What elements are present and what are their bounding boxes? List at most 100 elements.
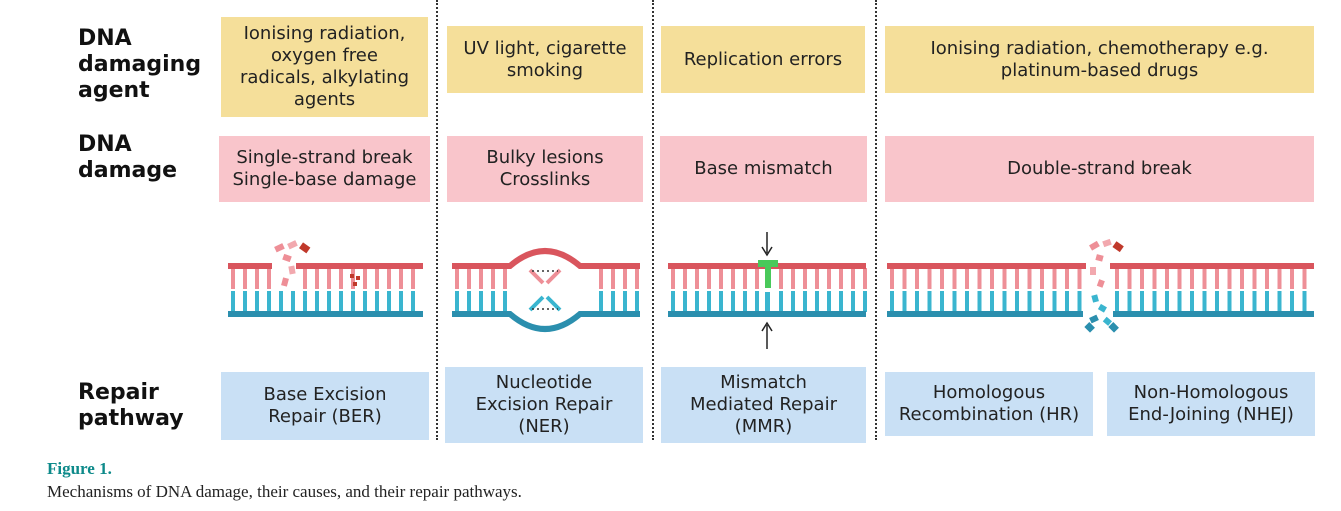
damaged-base-marks bbox=[350, 274, 360, 286]
base-pair-bottom bbox=[890, 291, 894, 312]
agent-text-ber: Ionising radiation, oxygen free radicals… bbox=[240, 23, 409, 110]
base-pair-bottom bbox=[1265, 291, 1269, 312]
base-pair-bottom bbox=[231, 291, 235, 312]
base-pair-top bbox=[1115, 268, 1119, 289]
base-pair-top bbox=[255, 268, 259, 289]
base-pair-top bbox=[351, 268, 355, 289]
base-pair-bottom bbox=[719, 291, 723, 312]
base-pair-bottom bbox=[339, 291, 343, 312]
base-pair-top bbox=[399, 268, 403, 289]
base-pair-bottom bbox=[755, 291, 759, 312]
base-pair-bottom bbox=[863, 291, 867, 312]
base-pair-bottom bbox=[1077, 291, 1082, 312]
base-pair-top bbox=[327, 268, 331, 289]
base-pair-top bbox=[779, 268, 783, 289]
base-pair-top bbox=[940, 268, 944, 289]
base-pair-top bbox=[927, 268, 932, 289]
dna-ladder-dsb bbox=[890, 268, 1307, 312]
base-pair-bottom bbox=[467, 291, 471, 312]
row-label-agent: DNA damaging agent bbox=[78, 26, 201, 104]
agent-box-ber: Ionising radiation, oxygen free radicals… bbox=[221, 17, 428, 117]
base-pair-bottom bbox=[635, 291, 639, 312]
base-pair-bottom bbox=[399, 291, 403, 312]
base-pair-top bbox=[1277, 268, 1282, 289]
dna-bulky-lesion bbox=[452, 248, 640, 332]
dna-ladder-ber bbox=[231, 268, 415, 312]
base-pair-top bbox=[671, 268, 675, 289]
base-pair-top bbox=[635, 268, 639, 289]
agent-box-dsb: Ionising radiation, chemotherapy e.g. pl… bbox=[885, 26, 1314, 93]
base-pair-bottom bbox=[303, 291, 307, 312]
base-pair-bottom bbox=[791, 291, 795, 312]
row-label-repair-text: Repair pathway bbox=[78, 380, 184, 431]
base-pair-top bbox=[755, 268, 759, 289]
damage-box-ber: Single-strand break Single-base damage bbox=[219, 136, 430, 202]
base-pair-top bbox=[611, 268, 615, 289]
damage-box-dsb: Double-strand break bbox=[885, 136, 1314, 202]
base-pair-bottom bbox=[411, 291, 415, 312]
base-pair-bottom bbox=[1115, 291, 1119, 312]
base-pair-bottom bbox=[1165, 291, 1169, 312]
row-label-damage-text: DNA damage bbox=[78, 132, 178, 183]
base-pair-top bbox=[791, 268, 795, 289]
column-divider-1 bbox=[436, 0, 438, 440]
base-pair-bottom bbox=[315, 291, 319, 312]
damage-box-mmr: Base mismatch bbox=[660, 136, 867, 202]
base-pair-bottom bbox=[599, 291, 603, 312]
base-pair-bottom bbox=[671, 291, 675, 312]
damage-box-ner: Bulky lesions Crosslinks bbox=[447, 136, 643, 202]
base-pair-bottom bbox=[291, 291, 295, 312]
repair-box-ber: Base Excision Repair (BER) bbox=[221, 372, 429, 440]
base-pair-top bbox=[1177, 268, 1182, 289]
base-pair-top bbox=[1152, 268, 1157, 289]
base-pair-top bbox=[363, 268, 367, 289]
figure-caption: Mechanisms of DNA damage, their causes, … bbox=[47, 482, 522, 501]
base-pair-top bbox=[839, 268, 843, 289]
base-pair-bottom bbox=[927, 291, 932, 312]
base-pair-bottom bbox=[731, 291, 735, 312]
base-pair-bottom bbox=[990, 291, 994, 312]
row-label-agent-text: DNA damaging agent bbox=[78, 26, 202, 103]
base-pair-bottom bbox=[1177, 291, 1182, 312]
base-pair-top bbox=[827, 268, 831, 289]
base-pair-bottom bbox=[965, 291, 969, 312]
base-pair-top bbox=[863, 268, 867, 289]
base-pair-top bbox=[503, 268, 507, 289]
broken-bottom-strand-fragments bbox=[1084, 294, 1119, 333]
base-pair-top bbox=[902, 268, 907, 289]
base-pair-top bbox=[1065, 268, 1069, 289]
base-pair-top bbox=[411, 268, 415, 289]
base-pair-top bbox=[599, 268, 603, 289]
agent-box-ner: UV light, cigarette smoking bbox=[447, 26, 643, 93]
base-pair-bottom bbox=[1227, 291, 1232, 312]
damage-text-mmr: Base mismatch bbox=[694, 158, 833, 179]
base-pair-top bbox=[623, 268, 627, 289]
base-pair-bottom bbox=[1290, 291, 1294, 312]
base-pair-bottom bbox=[1052, 291, 1057, 312]
dna-double-strand-break bbox=[887, 238, 1314, 333]
base-pair-bottom bbox=[743, 291, 747, 312]
base-pair-top bbox=[990, 268, 994, 289]
base-pair-top bbox=[731, 268, 735, 289]
base-pair-top bbox=[1077, 268, 1082, 289]
dna-single-strand-break bbox=[228, 240, 423, 317]
damage-text-ber: Single-strand break Single-base damage bbox=[232, 147, 417, 190]
base-pair-top bbox=[1240, 268, 1244, 289]
base-pair-top bbox=[915, 268, 919, 289]
base-pair-top bbox=[491, 268, 495, 289]
base-pair-top bbox=[1302, 268, 1307, 289]
base-pair-bottom bbox=[977, 291, 982, 312]
base-pair-bottom bbox=[839, 291, 843, 312]
base-pair-bottom bbox=[1277, 291, 1282, 312]
base-pair-bottom bbox=[455, 291, 459, 312]
base-pair-bottom bbox=[815, 291, 819, 312]
agent-text-ner: UV light, cigarette smoking bbox=[463, 37, 627, 81]
base-pair-bottom bbox=[902, 291, 907, 312]
base-pair-top bbox=[467, 268, 471, 289]
base-pair-top bbox=[375, 268, 379, 289]
base-pair-top bbox=[1290, 268, 1294, 289]
base-pair-bottom bbox=[1302, 291, 1307, 312]
base-pair-top bbox=[743, 268, 747, 289]
base-pair-top bbox=[267, 268, 271, 289]
base-pair-top bbox=[851, 268, 855, 289]
